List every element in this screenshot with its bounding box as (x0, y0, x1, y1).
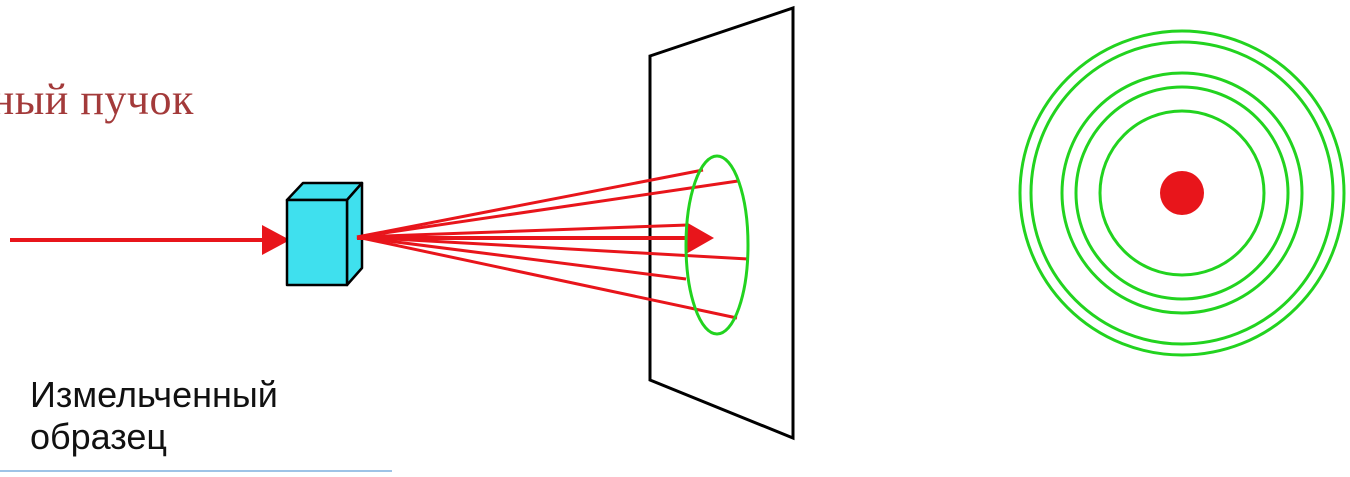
debye-scherrer-pattern (1018, 29, 1346, 357)
transmitted-beam-arrowhead (686, 222, 714, 254)
sample-label: Измельченный образец (30, 374, 278, 458)
cube-side-face (345, 181, 364, 287)
diffracted-rays (356, 168, 749, 320)
sample-label-line1: Измельченный (30, 374, 278, 415)
diffracted-ray (356, 168, 704, 239)
diffracted-ray (356, 223, 689, 239)
diagram-title: ичный пучок (0, 75, 194, 124)
diffracted-ray (356, 235, 749, 261)
incident-beam-arrowhead (262, 225, 290, 255)
diffracted-ray (356, 235, 687, 281)
divider-line (0, 470, 392, 472)
debye-ring (1018, 29, 1346, 357)
debye-ring (1060, 71, 1304, 315)
debye-ring (1074, 85, 1290, 301)
detector-screen (648, 5, 795, 441)
sample-label-line2: образец (30, 416, 168, 457)
diffracted-ray (356, 179, 739, 239)
cube-front-face (285, 198, 349, 287)
sample-cube (285, 181, 364, 287)
diffraction-ring-on-screen (684, 154, 750, 336)
debye-ring (1098, 109, 1266, 277)
diffracted-ray (356, 235, 738, 320)
debye-ring (1029, 40, 1335, 346)
central-spot (1160, 171, 1204, 215)
